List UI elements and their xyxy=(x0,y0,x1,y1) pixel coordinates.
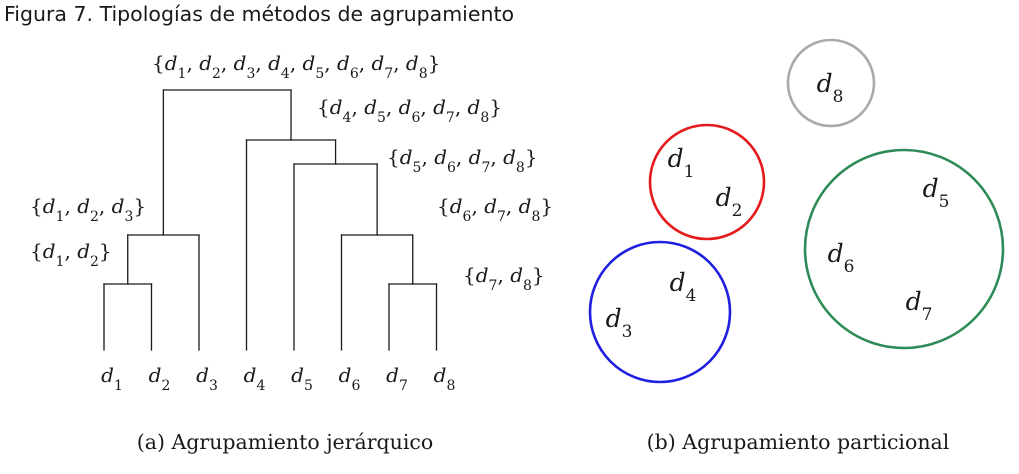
doc-label-d4: d4 xyxy=(670,268,697,306)
cluster-set-label-d1-d2-d3: {d1, d2, d3} xyxy=(30,194,146,225)
leaf-label-d8: d8 xyxy=(434,363,456,394)
leaf-label-d4: d4 xyxy=(244,363,266,394)
cluster-d3-d4: d4 d3 xyxy=(588,240,732,384)
cluster-d1-d2: d1 d2 xyxy=(648,123,766,241)
leaf-label-d7: d7 xyxy=(386,363,408,394)
merge-d1-d2 xyxy=(103,283,153,351)
cluster-d8-circle xyxy=(786,38,876,128)
merge-d7-d8 xyxy=(388,283,438,351)
doc-label-d6: d6 xyxy=(828,239,855,277)
cluster-d8: d8 xyxy=(786,38,876,128)
cluster-d5-d6-d7: d5 d6 d7 xyxy=(803,148,1005,350)
doc-label-d1: d1 xyxy=(668,144,695,182)
merge-d5-d6-d7-d8 xyxy=(293,163,378,351)
merge-d1-d2-d3-d4-d5-d6-d7-d8 xyxy=(162,89,292,236)
doc-label-d2: d2 xyxy=(716,183,743,221)
doc-label-d5: d5 xyxy=(923,174,950,212)
caption-partitional: (b) Agrupamiento particional xyxy=(647,430,950,454)
leaf-label-d3: d3 xyxy=(196,363,218,394)
cluster-set-label-d5-d6-d7-d8: {d5, d6, d7, d8} xyxy=(387,145,538,176)
leaf-label-d1: d1 xyxy=(101,363,123,394)
doc-label-d3: d3 xyxy=(606,304,633,342)
cluster-set-label-d1-d2: {d1, d2} xyxy=(30,239,112,270)
leaf-label-d6: d6 xyxy=(339,363,361,394)
merge-d4-d5-d6-d7-d8 xyxy=(245,139,337,351)
cluster-set-label-d1-d2-d3-d4-d5-d6-d7-d8: {d1, d2, d3, d4, d5, d6, d7, d8} xyxy=(152,51,440,82)
merge-d6-d7-d8 xyxy=(340,234,414,351)
cluster-set-label-d7-d8: {d7, d8} xyxy=(463,263,545,294)
cluster-set-label-d4-d5-d6-d7-d8: {d4, d5, d6, d7, d8} xyxy=(317,95,502,126)
leaf-label-d5: d5 xyxy=(291,363,313,394)
dendrogram: d1 d2 d3 d4 d5 d6 d7 d8 {d1, d2} {d7, d8} {d1, d2,… xyxy=(30,51,553,394)
partition-diagram: d8 d1 d2 d4 d3 d5 d6 d7 xyxy=(588,38,1005,384)
caption-hierarchical: (a) Agrupamiento jerárquico xyxy=(137,430,433,454)
leaf-label-d2: d2 xyxy=(149,363,171,394)
cluster-set-label-d6-d7-d8: {d6, d7, d8} xyxy=(437,194,553,225)
cluster-d5-d6-d7-circle xyxy=(803,148,1005,350)
cluster-d1-d2-circle xyxy=(648,123,766,241)
merge-d1-d2-d3 xyxy=(127,234,200,351)
figure-title: Figura 7. Tipologías de métodos de agrup… xyxy=(4,2,515,26)
doc-label-d8: d8 xyxy=(817,69,844,107)
doc-label-d7: d7 xyxy=(906,287,933,325)
cluster-d3-d4-circle xyxy=(588,240,732,384)
